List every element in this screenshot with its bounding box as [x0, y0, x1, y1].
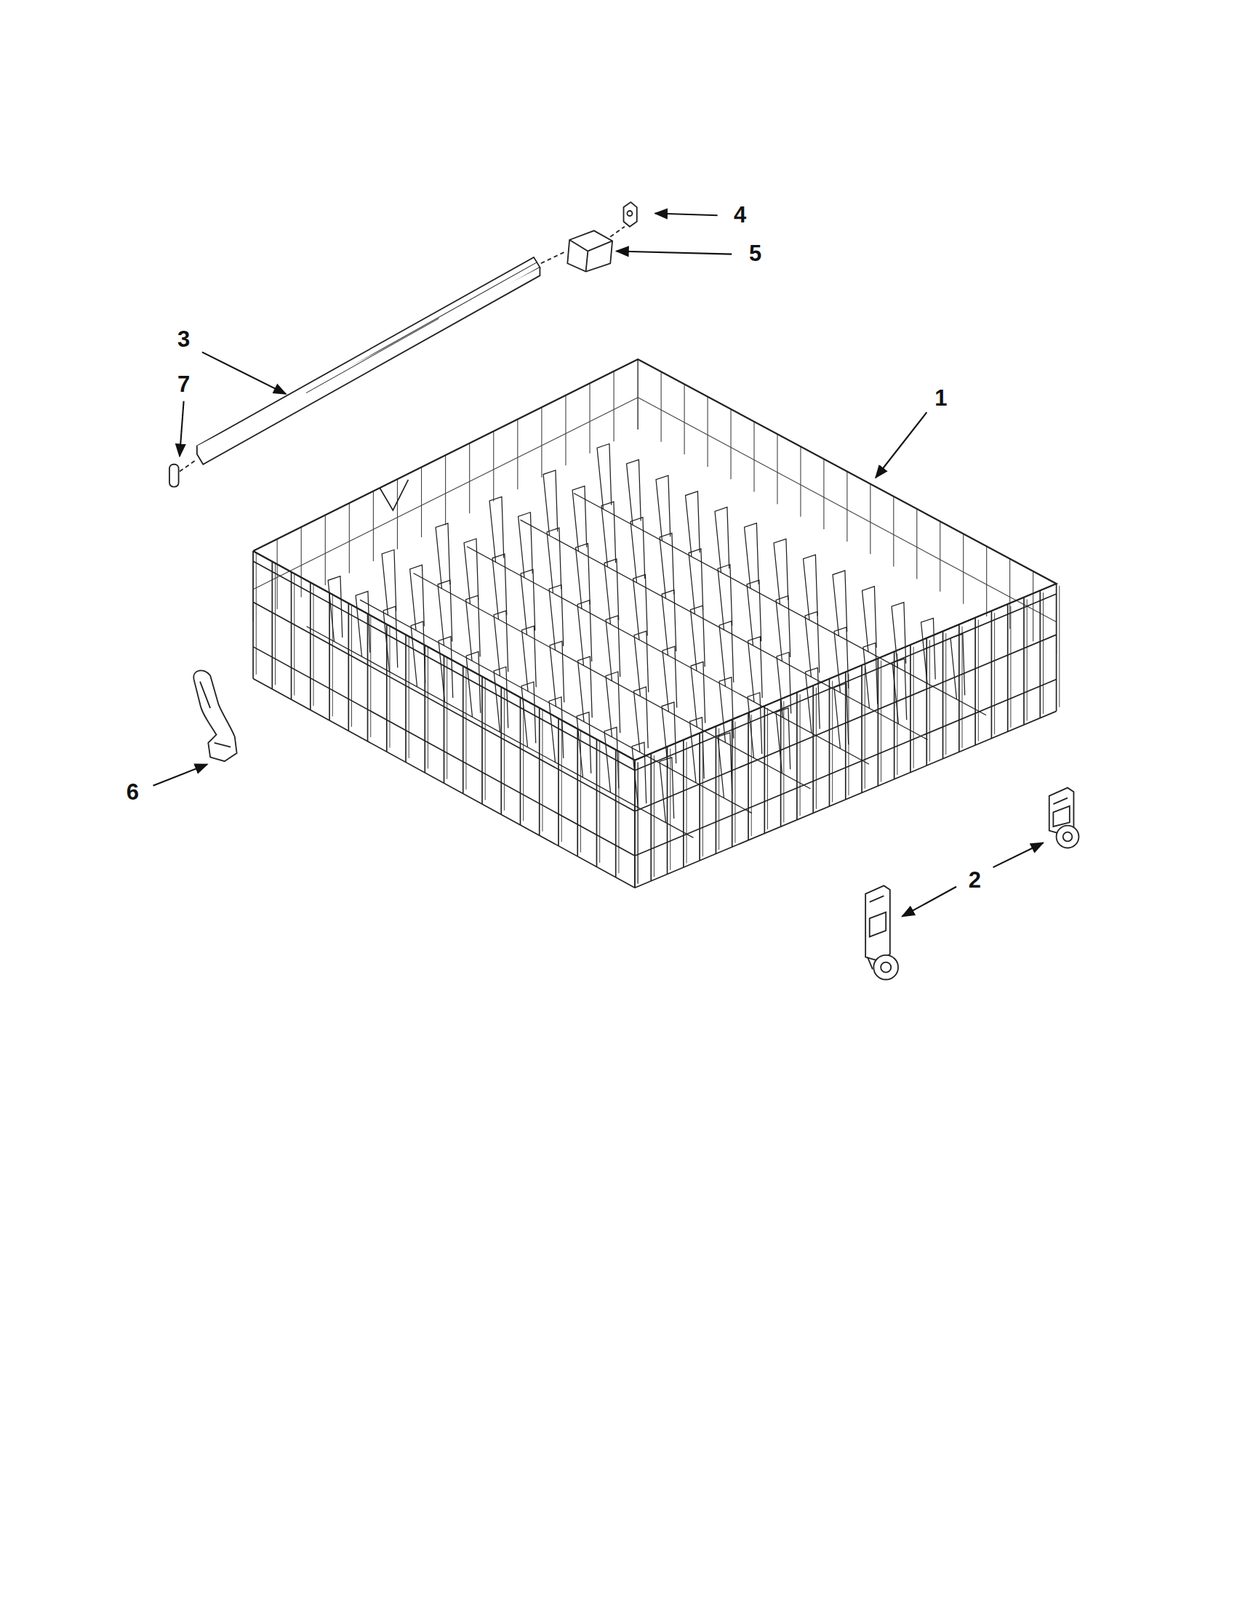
rail-stop — [541, 202, 638, 272]
rack-rail — [197, 257, 541, 465]
callout-number: 2 — [968, 868, 982, 891]
callout-number: 1 — [934, 386, 947, 410]
callout-number: 7 — [177, 372, 190, 395]
rack-clip — [193, 670, 237, 762]
callout-number: 4 — [733, 202, 747, 226]
upper-rack-basket — [253, 359, 1060, 888]
rack-adjuster — [865, 788, 1079, 981]
callout-number: 6 — [126, 781, 139, 804]
callout-number: 3 — [177, 327, 190, 350]
rail-end-cap — [169, 459, 198, 488]
callout-number: 5 — [749, 242, 762, 265]
leader-lines — [153, 213, 1044, 918]
